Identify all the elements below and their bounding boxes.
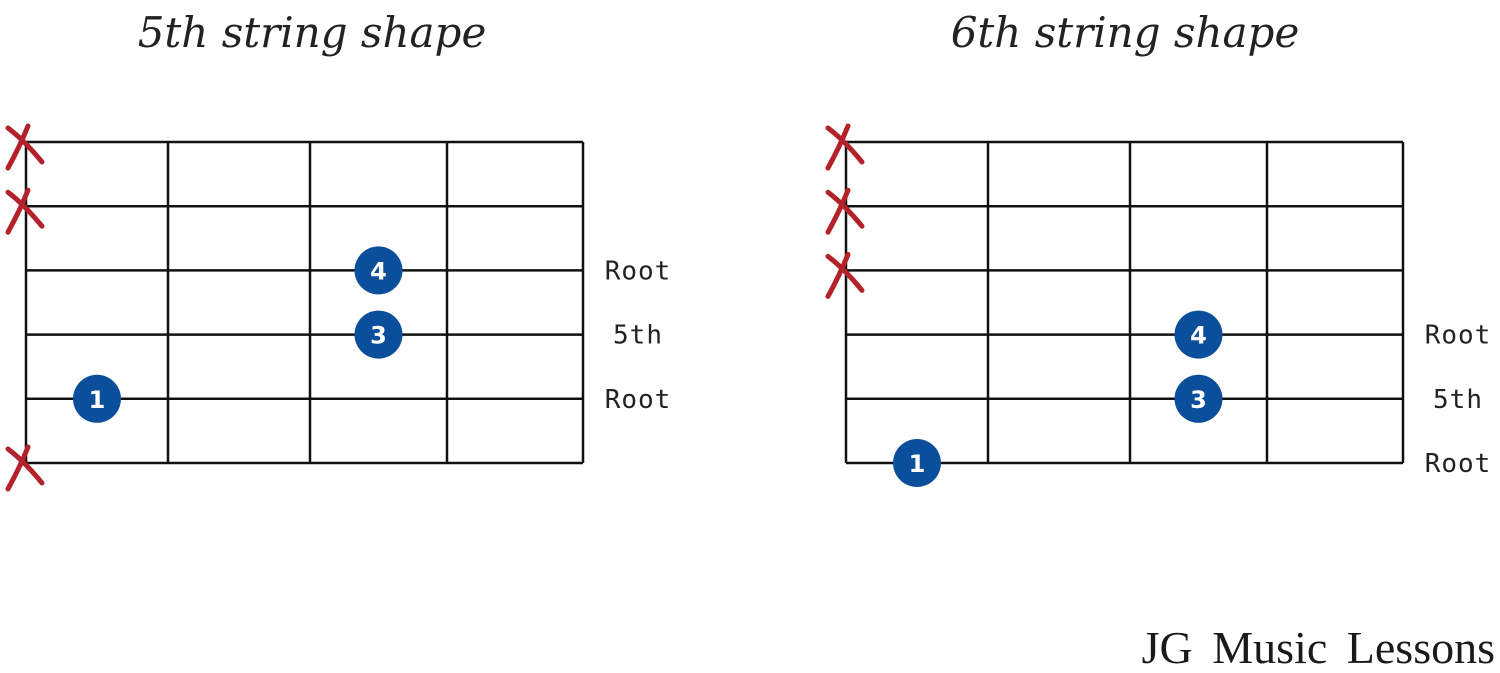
- interval-label: Root: [605, 256, 672, 286]
- finger-dot: 4: [354, 246, 403, 295]
- interval-label: 5th: [1433, 385, 1483, 415]
- finger-number: 4: [1190, 322, 1207, 350]
- muted-string-x-icon: [825, 123, 865, 171]
- muted-string-x-icon: [5, 444, 45, 492]
- muted-string-x-icon: [5, 123, 45, 171]
- muted-string-x-icon: [5, 187, 45, 235]
- finger-dot: 3: [1174, 374, 1223, 423]
- interval-label: 5th: [613, 321, 663, 351]
- finger-dot: 4: [1174, 310, 1223, 359]
- finger-number: 3: [370, 322, 387, 350]
- finger-dot: 1: [893, 439, 941, 487]
- interval-label: Root: [605, 385, 672, 415]
- finger-number: 3: [1190, 386, 1207, 414]
- brand-logo-text: JG Music Lessons: [1142, 622, 1495, 673]
- finger-dot: 1: [73, 374, 121, 423]
- muted-string-x-icon: [825, 251, 865, 299]
- finger-number: 1: [89, 386, 106, 414]
- interval-label: Root: [1425, 449, 1492, 479]
- finger-dot: 3: [354, 310, 403, 359]
- finger-number: 1: [909, 450, 926, 478]
- diagram-title: 6th string shape: [951, 8, 1300, 57]
- diagram-title: 5th string shape: [138, 8, 487, 57]
- muted-string-x-icon: [825, 187, 865, 235]
- finger-number: 4: [370, 257, 387, 285]
- interval-label: Root: [1425, 321, 1492, 351]
